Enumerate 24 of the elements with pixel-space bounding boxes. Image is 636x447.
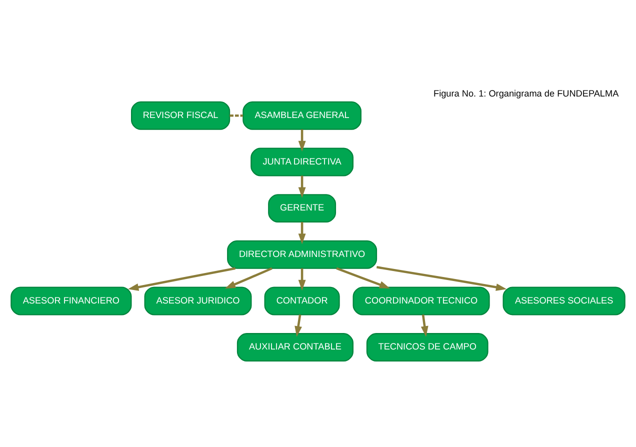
diagram-title: Figura No. 1: Organigrama de FUNDEPALMA: [434, 88, 619, 98]
node-box: DIRECTOR ADMINISTRATIVO: [227, 240, 378, 269]
node-box: CONTADOR: [264, 286, 340, 316]
arrow: [336, 267, 390, 288]
arrow: [224, 267, 272, 289]
arrow: [298, 176, 306, 198]
arrow: [128, 267, 236, 291]
node-box: ASESOR FINANCIERO: [10, 286, 132, 316]
arrow: [294, 314, 302, 337]
arrow: [298, 268, 306, 291]
connector: [230, 114, 243, 117]
arrow: [420, 314, 428, 337]
node-box: REVISOR FISCAL: [130, 101, 230, 130]
node-box: GERENTE: [268, 194, 336, 223]
node-box: ASAMBLEA GENERAL: [242, 101, 362, 130]
node-box: AUXILIAR CONTABLE: [236, 333, 354, 362]
arrow: [298, 129, 306, 152]
node-box: ASESOR JURIDICO: [144, 286, 252, 316]
node-box: COORDINADOR TECNICO: [352, 286, 490, 316]
node-box: TECNICOS DE CAMPO: [366, 333, 488, 362]
node-box: ASESORES SOCIALES: [502, 286, 626, 316]
node-box: JUNTA DIRECTIVA: [250, 148, 354, 176]
arrow: [376, 266, 507, 291]
arrow: [298, 222, 306, 244]
